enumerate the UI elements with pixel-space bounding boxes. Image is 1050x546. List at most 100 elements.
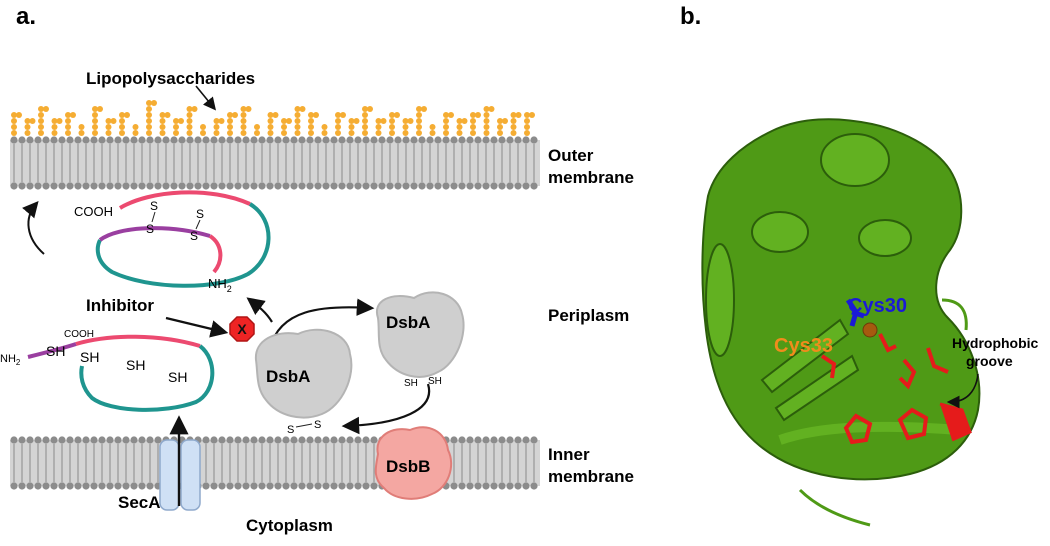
inner-membrane-lipid-head [10, 482, 18, 490]
outer-membrane-lipid-head [290, 136, 298, 144]
lps-sugar-unit [443, 118, 449, 124]
lps-sugar-unit [92, 118, 98, 124]
inner-membrane-lipid-head [114, 436, 122, 444]
inner-membrane-lipid-head [514, 436, 522, 444]
lps-sugar-unit [335, 124, 341, 130]
outer-membrane-lipid-head [98, 182, 106, 190]
lps-sugar-unit [470, 112, 476, 118]
lps-sugar-unit [186, 106, 193, 112]
lps-sugar-unit [119, 112, 125, 118]
outer-membrane-lipid-head [466, 182, 474, 190]
dsba-oxidized-sulfur-2: S [314, 419, 321, 431]
outer-membrane-lipid-head [282, 136, 290, 144]
folded-sulfur-1: S [150, 199, 158, 213]
groove-residue-1 [878, 333, 897, 353]
outer-membrane-lipid-head [178, 136, 186, 144]
lps-sugar-unit [178, 118, 184, 124]
outer-membrane-lipid-head [514, 136, 522, 144]
unfolded-protein-pink-segment [75, 334, 201, 348]
outer-membrane-core [10, 140, 540, 186]
lps-sugar-unit [362, 106, 368, 112]
lps-sugar-unit [443, 124, 449, 130]
outer-membrane-lipid-head [258, 136, 266, 144]
lps-sugar-unit [389, 124, 395, 130]
dsba-oxidized-blob [254, 328, 353, 419]
inner-membrane-lipid-head [530, 482, 538, 490]
inner-membrane-lipid-head [106, 482, 114, 490]
lps-sugar-unit [294, 106, 301, 112]
outer-membrane-lipid-head [26, 136, 34, 144]
panel-b-label: b. [680, 3, 701, 30]
inner-membrane-lipid-head [138, 482, 146, 490]
groove-residue-5 [843, 413, 873, 445]
lps-sugar-unit [402, 124, 409, 130]
loop-right [941, 298, 968, 331]
inner-membrane-lipid-head [514, 482, 522, 490]
inhibitor-arrow [165, 316, 229, 338]
outer-membrane-lipid-head [226, 136, 234, 144]
outer-membrane-lipid-head [202, 136, 210, 144]
inner-membrane-lipid-head [146, 482, 154, 490]
folded-disulfide-bond-1 [151, 211, 156, 223]
lps-sugar-unit [65, 112, 71, 118]
outer-membrane-lipid-head [490, 182, 498, 190]
inner-membrane-lipid-head [258, 436, 266, 444]
helix-top [820, 133, 890, 187]
cys33-sulfur [862, 322, 878, 338]
dsba-disulfide-bond [295, 423, 313, 428]
lps-pointer-arrow [195, 85, 217, 111]
lps-sugar-unit [254, 124, 260, 130]
folded-cooh-label: COOH [74, 204, 113, 219]
lps-sugar-unit [308, 118, 314, 124]
lps-sugar-unit [308, 124, 314, 130]
outer-membrane-lipid-head [442, 182, 450, 190]
outer-membrane-lipid-head [66, 136, 74, 144]
lps-sugar-unit [38, 118, 44, 124]
outer-membrane-lipid-head [18, 182, 26, 190]
outer-membrane-lipid-head [394, 182, 402, 190]
outer-membrane-lipid-head [354, 136, 362, 144]
lps-sugar-unit [416, 118, 422, 124]
lps-sugar-unit [362, 130, 368, 136]
inner-membrane-lipid-head [138, 436, 146, 444]
inner-membrane-lipid-head [98, 436, 106, 444]
lps-sugar-unit [240, 130, 247, 136]
inner-membrane-lipid-head [330, 482, 338, 490]
inner-membrane-lipid-head [322, 436, 330, 444]
lps-sugar-unit [488, 106, 495, 112]
lps-sugar-unit [213, 118, 220, 124]
inner-membrane-lipid-head [346, 436, 354, 444]
outer-membrane-lipid-head [18, 136, 26, 144]
lps-sugar-unit [407, 118, 414, 124]
lps-sugar-unit [24, 124, 31, 130]
inner-membrane-lipid-head [50, 482, 58, 490]
lps-sugar-unit [146, 118, 152, 124]
lps-sugar-unit [146, 124, 152, 130]
outer-membrane-lipid-head [122, 182, 130, 190]
lps-sugar-unit [159, 112, 166, 118]
groove-label-line2: groove [966, 353, 1013, 369]
unfolded-protein: NH2 COOH SH SH SH SH [0, 329, 215, 412]
lps-sugar-unit [456, 124, 463, 130]
inner-membrane-lipid-head [290, 482, 298, 490]
outer-membrane-lipid-head [210, 136, 218, 144]
lipopolysaccharide-layer [11, 100, 535, 136]
lps-sugar-unit [497, 130, 503, 136]
outer-membrane-lipid-head [306, 136, 314, 144]
outer-membrane-lipid-head [218, 136, 226, 144]
lps-sugar-unit [200, 124, 206, 130]
inner-membrane-lipid-head [58, 482, 66, 490]
outer-membrane-lipid-head [322, 182, 330, 190]
lps-sugar-unit [348, 130, 355, 136]
lps-sugar-unit [227, 124, 233, 130]
unfolded-cooh-label: COOH [64, 329, 94, 340]
outer-membrane-lipid-head [210, 182, 218, 190]
outer-membrane-lipid-head [42, 136, 50, 144]
lps-sugar-unit [65, 130, 71, 136]
cys30-sidechain [845, 298, 865, 327]
outer-membrane-lipid-head [362, 136, 370, 144]
lps-sugar-unit [529, 112, 535, 118]
lps-sugar-unit [38, 106, 44, 112]
lps-sugar-unit [51, 118, 58, 124]
